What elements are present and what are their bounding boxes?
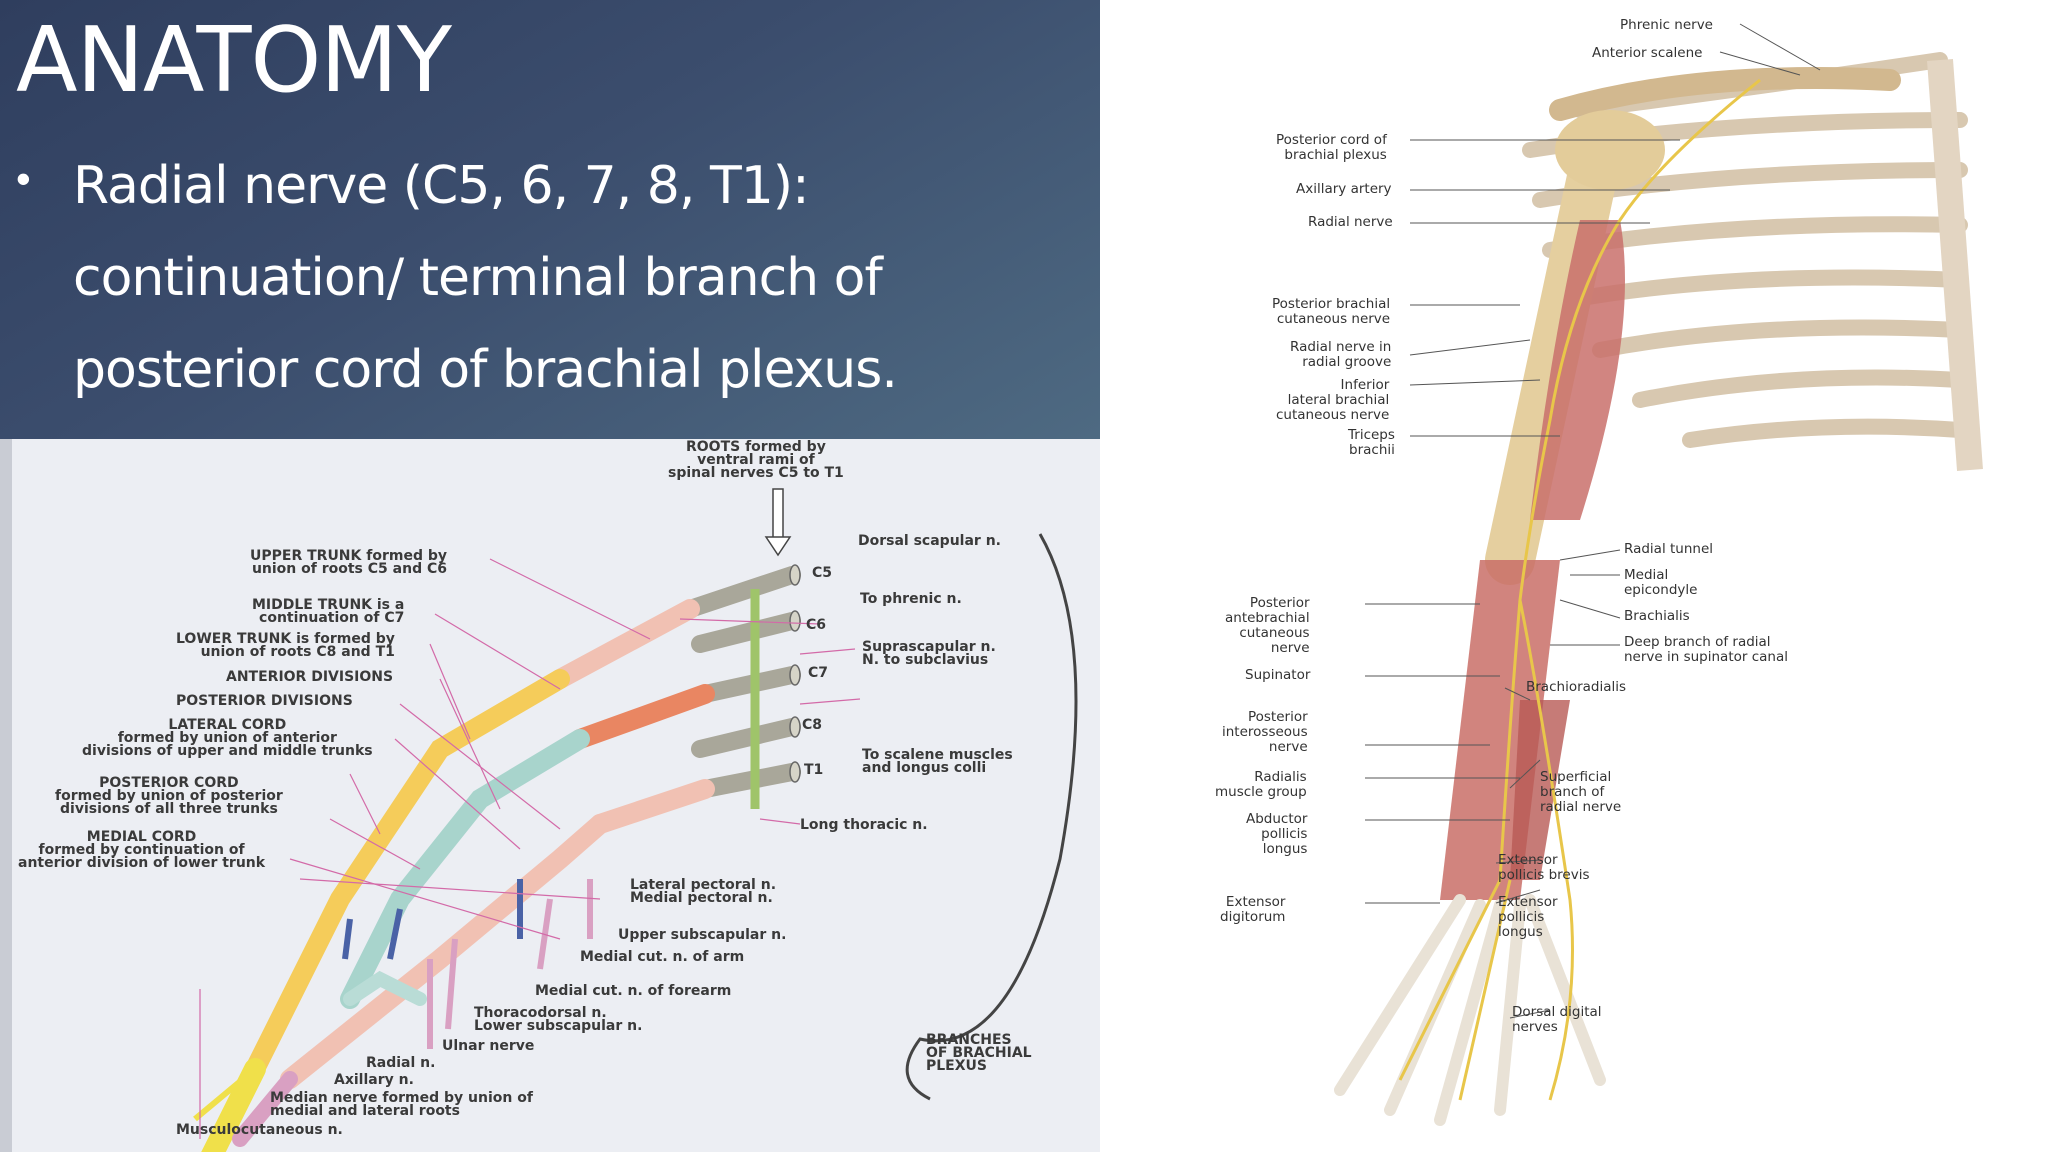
label-posterior-brachial-cutaneous: Posterior brachial cutaneous nerve bbox=[1272, 296, 1391, 327]
label-supinator: Supinator bbox=[1245, 667, 1311, 683]
label-posterior-cord: Posterior cord of brachial plexus bbox=[1276, 132, 1387, 163]
arm-leader-lines bbox=[1365, 23, 1821, 1019]
label-pectoral-nerves: Lateral pectoral n. Medial pectoral n. bbox=[630, 877, 777, 906]
label-long-thoracic: Long thoracic n. bbox=[800, 817, 928, 833]
humeral-head bbox=[1555, 110, 1665, 190]
label-to-scalene: To scalene muscles and longus colli bbox=[862, 747, 1013, 776]
label-posterior-interosseous: Posterior interosseous nerve bbox=[1222, 709, 1308, 755]
hand-bones bbox=[1334, 894, 1606, 1126]
label-roots: ROOTS formed by ventral rami of spinal n… bbox=[668, 439, 844, 481]
label-medial-cord: MEDIAL CORD formed by continuation of an… bbox=[18, 829, 266, 871]
label-ext-pollicis-longus: Extensor pollicis longus bbox=[1498, 894, 1558, 940]
label-radial-nerve: Radial nerve bbox=[1308, 214, 1393, 230]
label-deep-branch: Deep branch of radial nerve in supinator… bbox=[1624, 634, 1789, 665]
clavicle bbox=[1549, 67, 1901, 121]
roots-arrow bbox=[764, 488, 792, 557]
label-upper-subscapular: Upper subscapular n. bbox=[618, 927, 787, 943]
label-dorsal-scapular: Dorsal scapular n. bbox=[858, 533, 1001, 549]
label-triceps: Triceps brachii bbox=[1348, 427, 1395, 458]
label-posterior-antebrachial: Posterior antebrachial cutaneous nerve bbox=[1225, 595, 1310, 656]
slide-title: ANATOMY bbox=[16, 8, 452, 113]
label-axillary-artery: Axillary artery bbox=[1296, 181, 1392, 197]
sternum bbox=[1927, 59, 1983, 471]
label-c5: C5 bbox=[812, 565, 833, 581]
label-inferior-lateral-brachial: Inferior lateral brachial cutaneous nerv… bbox=[1276, 377, 1390, 423]
title-panel: ANATOMY • Radial nerve (C5, 6, 7, 8, T1)… bbox=[0, 0, 1100, 439]
label-radial: Radial n. bbox=[366, 1055, 436, 1071]
leader-lines bbox=[199, 558, 861, 1139]
branches bbox=[193, 879, 593, 1122]
radial-nerve-arm-illustration: Phrenic nerve Anterior scalene Posterior… bbox=[1100, 0, 2048, 1152]
label-median: Median nerve formed by union of medial a… bbox=[270, 1090, 533, 1119]
label-lateral-cord: LATERAL CORD formed by union of anterior… bbox=[82, 717, 373, 759]
label-medial-epicondyle: Medial epicondyle bbox=[1624, 567, 1698, 598]
label-c6: C6 bbox=[806, 617, 827, 633]
label-anterior-divisions: ANTERIOR DIVISIONS bbox=[226, 669, 394, 685]
label-abductor: Abductor pollicis longus bbox=[1246, 811, 1308, 857]
root-ends bbox=[789, 564, 801, 783]
label-axillary: Axillary n. bbox=[334, 1072, 414, 1088]
arm-drawing bbox=[1334, 23, 1983, 1126]
roots bbox=[681, 566, 801, 798]
plexus-drawing bbox=[0, 439, 1078, 1152]
label-t1: T1 bbox=[804, 762, 824, 778]
radialis-muscles bbox=[1510, 700, 1570, 880]
label-middle-trunk: MIDDLE TRUNK is a continuation of C7 bbox=[252, 597, 405, 626]
label-ext-pollicis-brevis: Extensor pollicis brevis bbox=[1498, 852, 1590, 883]
label-phrenic-nerve: Phrenic nerve bbox=[1620, 17, 1713, 33]
bullet-text: Radial nerve (C5, 6, 7, 8, T1): continua… bbox=[73, 156, 898, 400]
label-c7: C7 bbox=[808, 665, 829, 681]
label-dorsal-digital: Dorsal digital nerves bbox=[1512, 1004, 1602, 1035]
label-thoracodorsal: Thoracodorsal n. Lower subscapular n. bbox=[474, 1005, 643, 1034]
bullet-marker: • bbox=[16, 155, 31, 202]
label-posterior-cord: POSTERIOR CORD formed by union of poster… bbox=[55, 775, 283, 817]
label-ulnar: Ulnar nerve bbox=[442, 1038, 535, 1054]
radial-nerve-path bbox=[1398, 78, 1761, 1101]
label-anterior-scalene: Anterior scalene bbox=[1592, 45, 1703, 61]
brachial-plexus-diagram: ROOTS formed by ventral rami of spinal n… bbox=[0, 439, 1100, 1152]
page-edge bbox=[0, 439, 12, 1152]
trunks bbox=[550, 599, 715, 834]
cords bbox=[201, 669, 610, 1152]
label-brachioradialis: Brachioradialis bbox=[1526, 679, 1627, 695]
label-musculocutaneous: Musculocutaneous n. bbox=[176, 1122, 343, 1138]
label-radial-tunnel: Radial tunnel bbox=[1624, 541, 1714, 557]
label-c8: C8 bbox=[802, 717, 823, 733]
label-brachialis: Brachialis bbox=[1624, 608, 1690, 624]
label-ext-digitorum: Extensor digitorum bbox=[1220, 894, 1286, 925]
label-radial-nerve-groove: Radial nerve in radial groove bbox=[1290, 339, 1392, 370]
label-upper-trunk: UPPER TRUNK formed by union of roots C5 … bbox=[250, 548, 447, 577]
label-to-phrenic: To phrenic n. bbox=[860, 591, 962, 607]
branches-brace bbox=[905, 533, 1078, 1101]
triceps-muscle bbox=[1530, 220, 1625, 520]
label-medial-cut-arm: Medial cut. n. of arm bbox=[580, 949, 745, 965]
label-branches: BRANCHES OF BRACHIAL PLEXUS bbox=[926, 1032, 1032, 1074]
label-lower-trunk: LOWER TRUNK is formed by union of roots … bbox=[176, 631, 395, 660]
label-medial-cut-forearm: Medial cut. n. of forearm bbox=[535, 983, 732, 999]
label-radialis: Radialis muscle group bbox=[1215, 769, 1307, 800]
label-suprascapular: Suprascapular n. N. to subclavius bbox=[862, 639, 996, 668]
label-posterior-divisions: POSTERIOR DIVISIONS bbox=[176, 693, 353, 709]
label-superficial-branch: Superficial branch of radial nerve bbox=[1540, 769, 1622, 815]
